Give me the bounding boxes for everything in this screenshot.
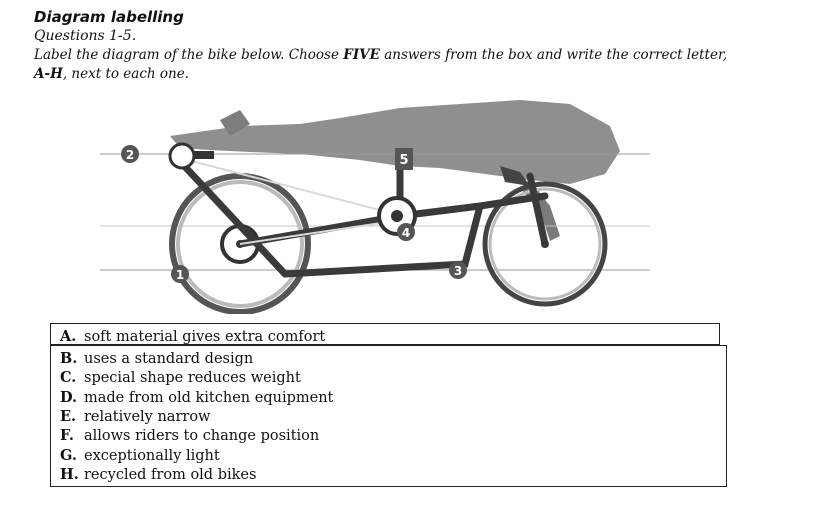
option-d: D. made from old kitchen equipment bbox=[60, 388, 333, 408]
chain bbox=[179, 157, 396, 245]
bike-frame bbox=[171, 152, 549, 278]
option-letter: F. bbox=[60, 427, 74, 444]
option-c: C. special shape reduces weight bbox=[60, 368, 301, 388]
option-letter: A. bbox=[60, 328, 77, 345]
option-letter: C. bbox=[60, 369, 77, 386]
option-text: exceptionally light bbox=[84, 448, 220, 464]
marker-4-label: 4 bbox=[402, 226, 410, 240]
marker-3-label: 3 bbox=[454, 264, 462, 278]
marker-5-label: 5 bbox=[399, 153, 408, 168]
options-box-top-border bbox=[50, 323, 720, 345]
option-text: special shape reduces weight bbox=[84, 370, 301, 386]
instruction-count: FIVE bbox=[343, 47, 380, 63]
instruction-text-pre: Label the diagram of the bike below. Cho… bbox=[34, 47, 344, 63]
marker-2: 2 bbox=[121, 145, 139, 163]
marker-1: 1 bbox=[171, 265, 189, 283]
marker-3: 3 bbox=[449, 261, 467, 279]
letter-range: A-H bbox=[34, 66, 63, 82]
option-text: recycled from old bikes bbox=[84, 467, 257, 483]
option-b: B. uses a standard design bbox=[60, 349, 253, 369]
option-text: soft material gives extra comfort bbox=[84, 329, 326, 345]
option-text: uses a standard design bbox=[84, 351, 254, 367]
marker-4: 4 bbox=[397, 223, 415, 241]
instruction-line-2: A-H, next to each one. bbox=[34, 65, 814, 84]
question-range: Questions 1-5. bbox=[34, 28, 137, 44]
option-letter: E. bbox=[60, 408, 77, 425]
option-g: G. exceptionally light bbox=[60, 446, 220, 466]
instruction-text-post: answers from the box and write the corre… bbox=[379, 47, 728, 63]
section-title: Diagram labelling bbox=[34, 8, 184, 26]
option-a: A. soft material gives extra comfort bbox=[60, 327, 325, 347]
marker-2-label: 2 bbox=[126, 148, 134, 162]
instruction-line2-text: , next to each one. bbox=[62, 66, 189, 82]
bike-diagram: 1 2 3 4 5 bbox=[100, 100, 650, 314]
option-letter: G. bbox=[60, 447, 77, 464]
marker-5: 5 bbox=[395, 148, 413, 170]
pedal-assembly bbox=[168, 142, 214, 170]
option-e: E. relatively narrow bbox=[60, 407, 210, 427]
option-letter: B. bbox=[60, 350, 78, 367]
option-text: allows riders to change position bbox=[84, 428, 320, 444]
options-box bbox=[50, 345, 727, 487]
option-letter: H. bbox=[60, 466, 79, 483]
option-letter: D. bbox=[60, 389, 78, 406]
marker-1-label: 1 bbox=[176, 268, 184, 282]
option-text: made from old kitchen equipment bbox=[84, 390, 334, 406]
question-header: Diagram labelling Questions 1-5. Label t… bbox=[34, 8, 814, 84]
option-f: F. allows riders to change position bbox=[60, 426, 319, 446]
instruction-line-1: Label the diagram of the bike below. Cho… bbox=[34, 46, 814, 65]
option-h: H. recycled from old bikes bbox=[60, 465, 256, 485]
chainring bbox=[377, 196, 417, 236]
option-text: relatively narrow bbox=[84, 409, 211, 425]
